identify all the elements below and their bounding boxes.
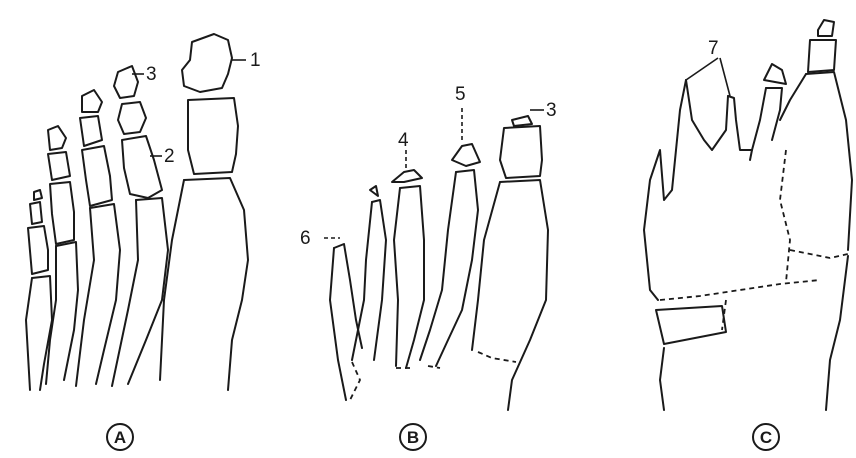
panel-label-b: B (400, 424, 426, 450)
panel-label-c-text: C (760, 428, 772, 447)
callout-5: 5 (455, 84, 466, 105)
panel-c-drawing (644, 20, 852, 410)
panel-b-drawing (324, 108, 548, 410)
panel-label-c: C (753, 424, 779, 450)
callout-4: 4 (398, 130, 409, 151)
callout-7: 7 (708, 38, 719, 59)
callout-3-panel-a: 3 (146, 64, 157, 85)
callout-1: 1 (250, 50, 261, 71)
panel-label-a: A (107, 424, 133, 450)
panel-label-b-text: B (407, 428, 419, 447)
panel-a-drawing (26, 34, 248, 390)
callout-6: 6 (300, 228, 311, 249)
callout-3-panel-b: 3 (546, 100, 557, 121)
panel-label-a-text: A (114, 428, 126, 447)
callout-2: 2 (164, 146, 175, 167)
